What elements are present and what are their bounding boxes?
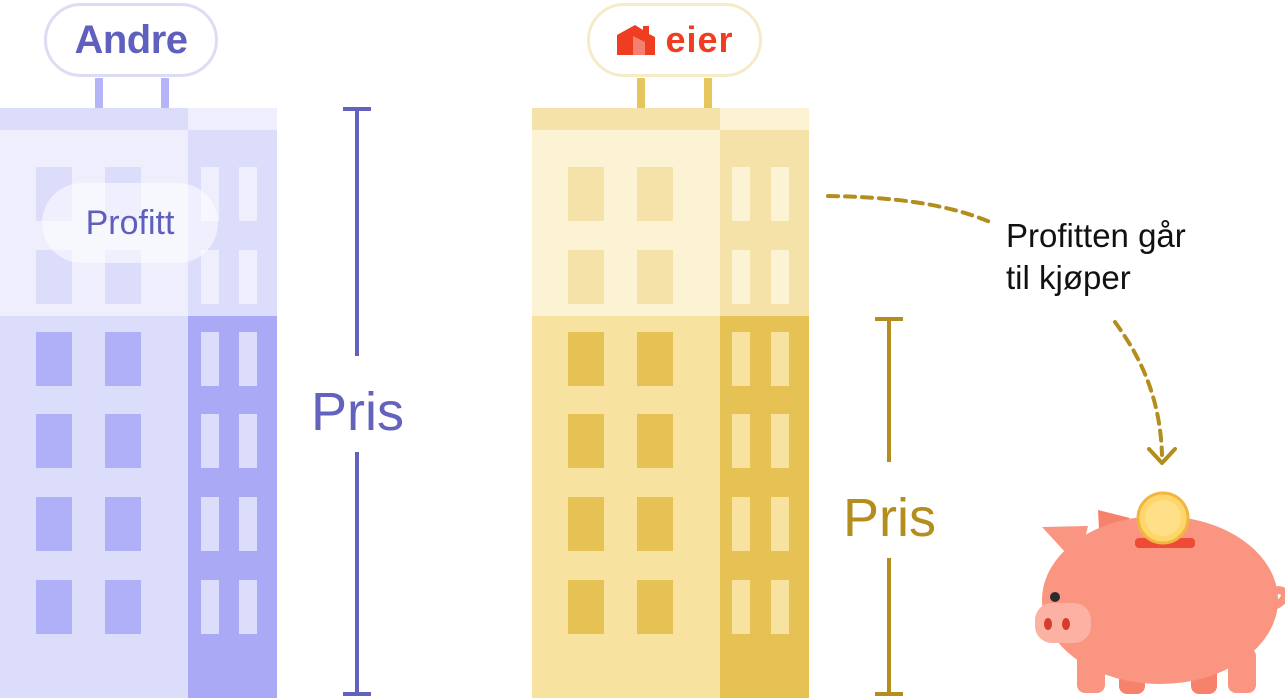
pris-bracket-left — [343, 107, 371, 696]
profit-flow-arrow — [826, 194, 1164, 457]
eier-building — [532, 78, 809, 698]
arrow-head-icon — [1147, 447, 1177, 465]
eier-brand-label: eier — [665, 19, 734, 60]
profit-caption: Profitten går til kjøper — [1006, 215, 1186, 299]
andre-building — [0, 78, 277, 698]
profitt-label: Profitt — [85, 203, 175, 242]
andre-sign-label: Andre — [74, 17, 188, 62]
pris-label-right: Pris — [843, 488, 936, 548]
pris-label-left: Pris — [311, 382, 404, 442]
eier-logo-sign: eier — [587, 3, 762, 77]
caption-line-2: til kjøper — [1006, 259, 1131, 296]
profitt-badge: Profitt — [42, 183, 218, 263]
house-logo-icon — [617, 25, 656, 55]
andre-sign: Andre — [44, 3, 218, 77]
pris-bracket-right — [875, 317, 903, 696]
piggy-bank-icon — [1035, 491, 1285, 694]
caption-line-1: Profitten går — [1006, 217, 1186, 254]
